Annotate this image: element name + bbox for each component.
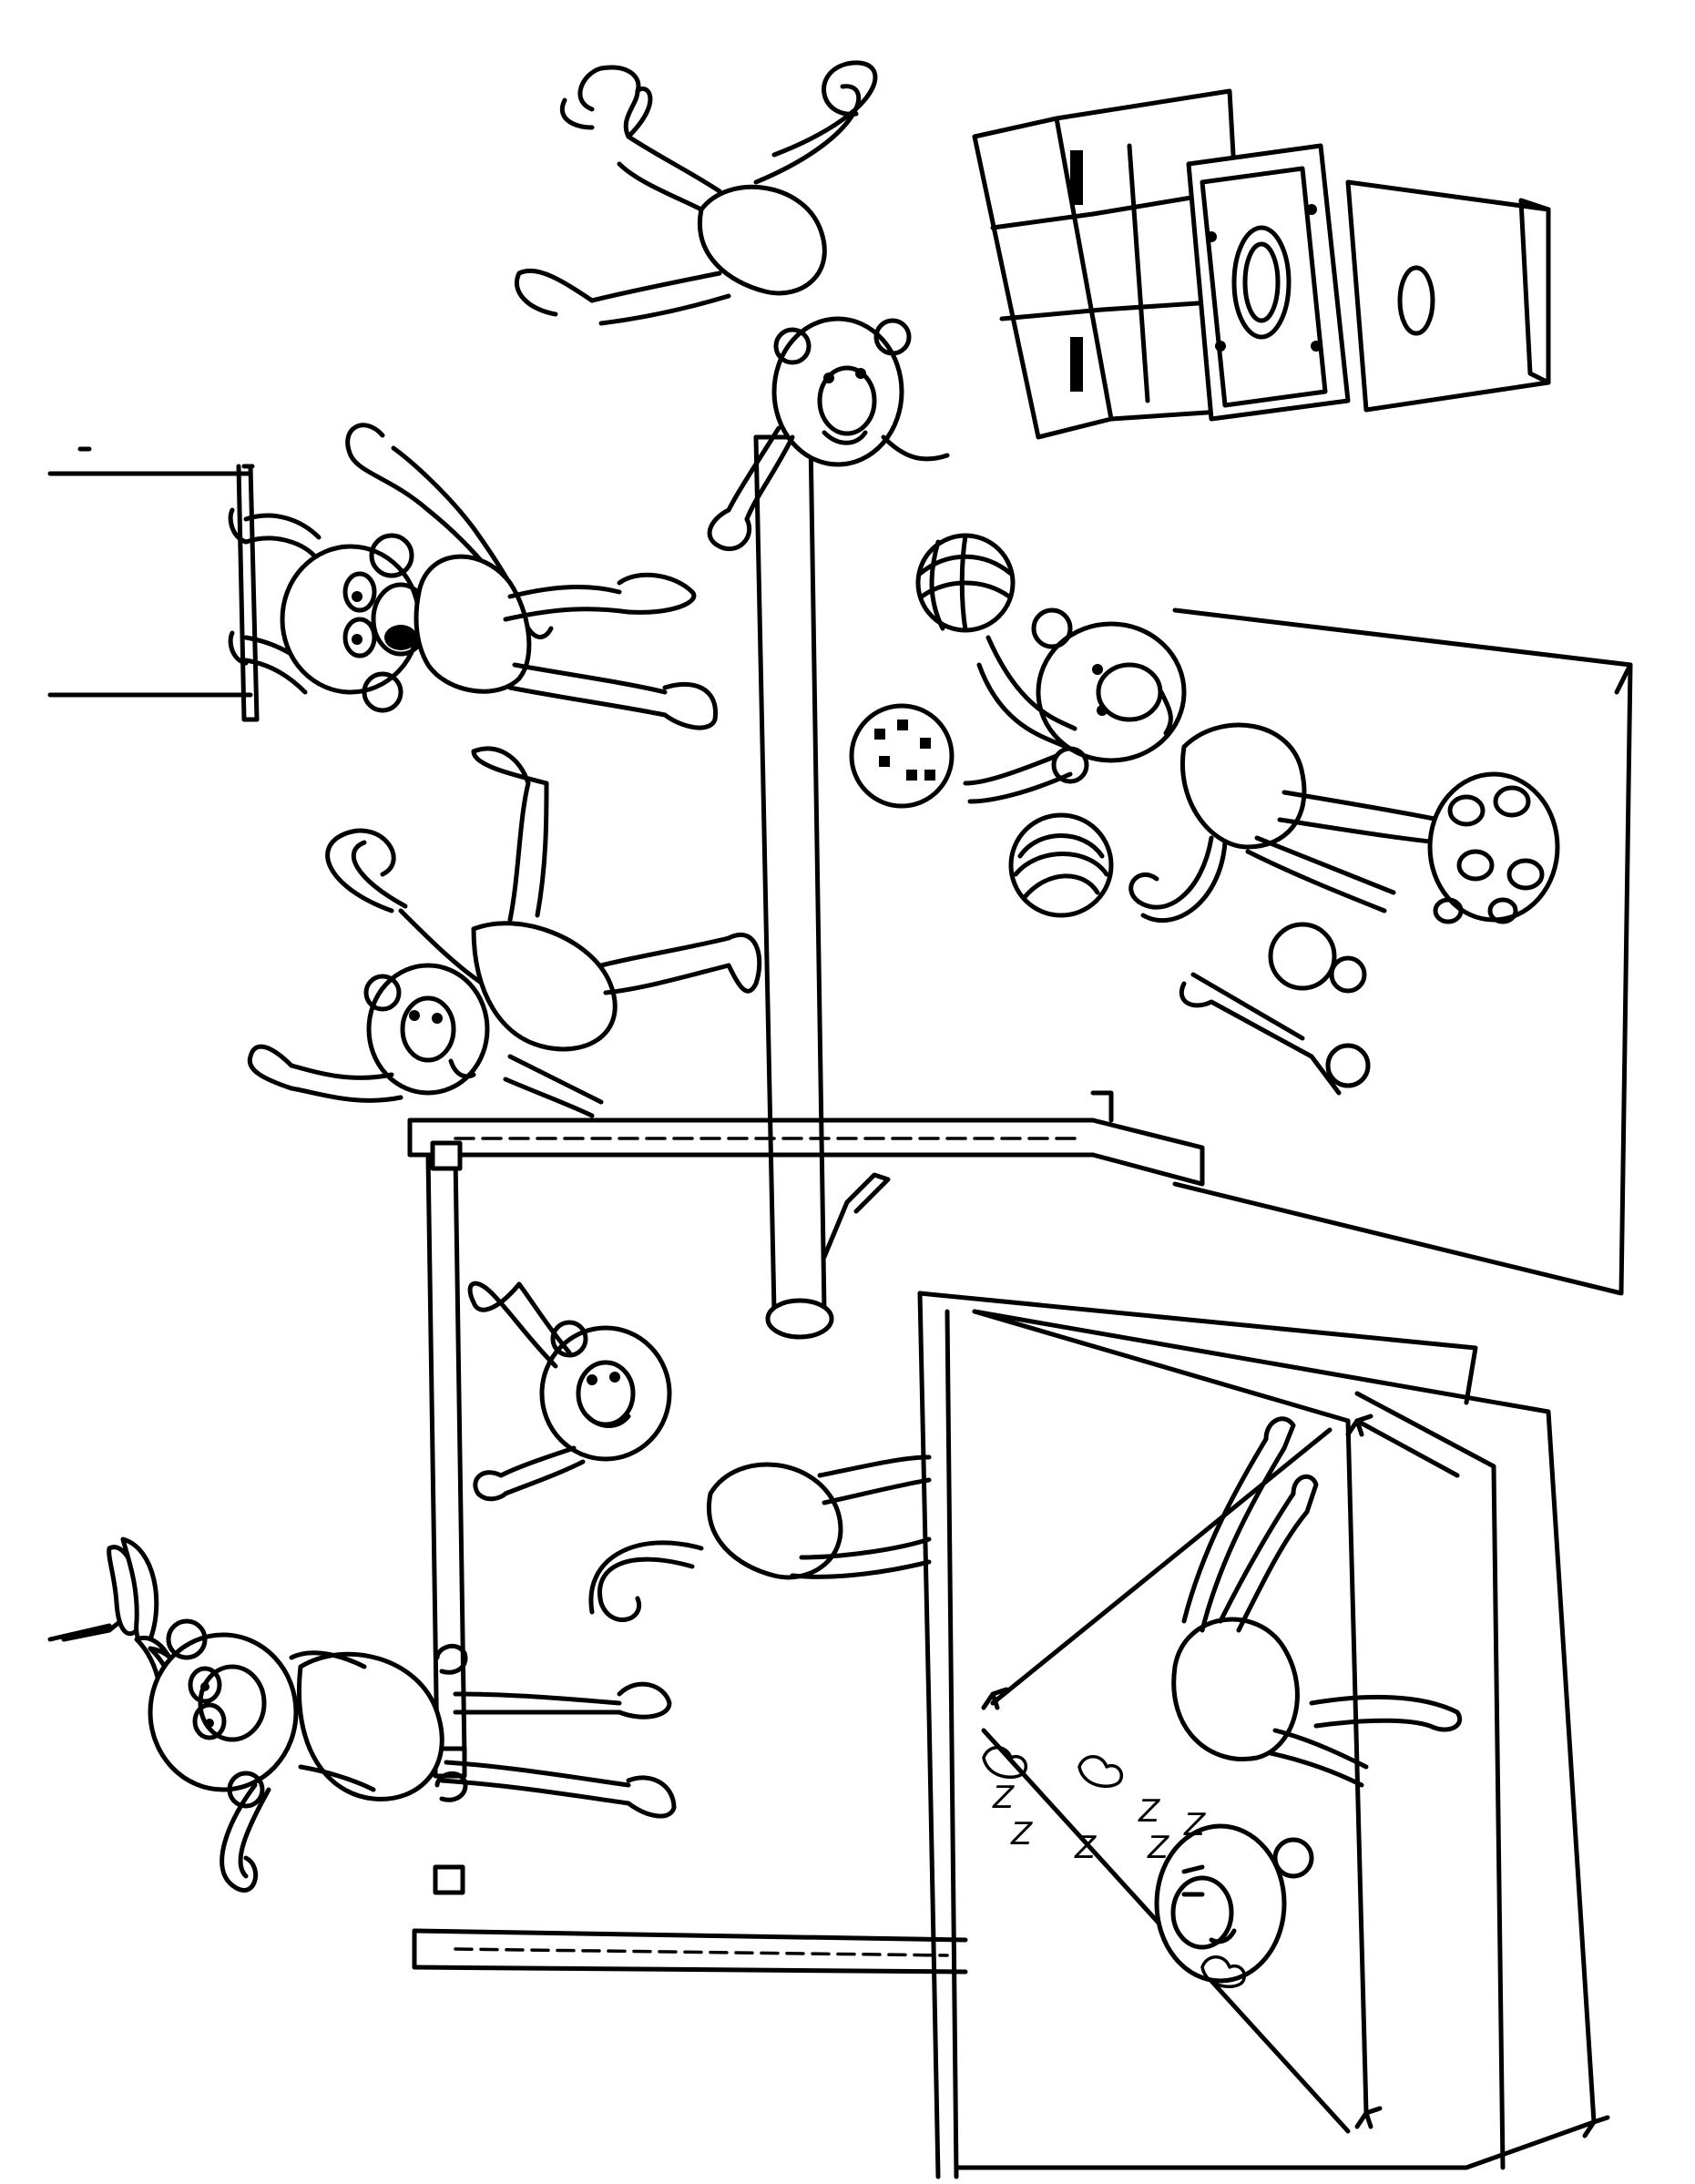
wall-edges [47, 446, 253, 1642]
floor-props [1179, 922, 1371, 1096]
balance-beam [407, 1090, 1205, 1779]
sleep-z: Z [992, 1780, 1015, 1816]
monkey-cartwheel [247, 746, 762, 1118]
monkey-hanging-rod [228, 423, 718, 730]
monkey-hanging-bar [47, 1536, 677, 1893]
long-log-bar [753, 434, 891, 1340]
floor-mat [1172, 607, 1633, 1296]
sleep-z: Z [1183, 1807, 1206, 1843]
vaulting-box [972, 88, 1551, 440]
monkey-on-beam [467, 1281, 932, 1622]
hanging-rod [236, 464, 260, 722]
sleep-z: Z [1138, 1793, 1160, 1830]
uneven-bar [412, 1864, 968, 1975]
monkey-climbing-log [514, 60, 950, 552]
sleep-z: Z [1074, 1830, 1097, 1866]
sleep-z: Z [1010, 1816, 1033, 1852]
sleep-z: Z [1147, 1830, 1169, 1866]
monkey-juggling [849, 533, 1560, 924]
monkey-sleeping: Z Z Z Z Z Z [982, 1416, 1462, 1988]
